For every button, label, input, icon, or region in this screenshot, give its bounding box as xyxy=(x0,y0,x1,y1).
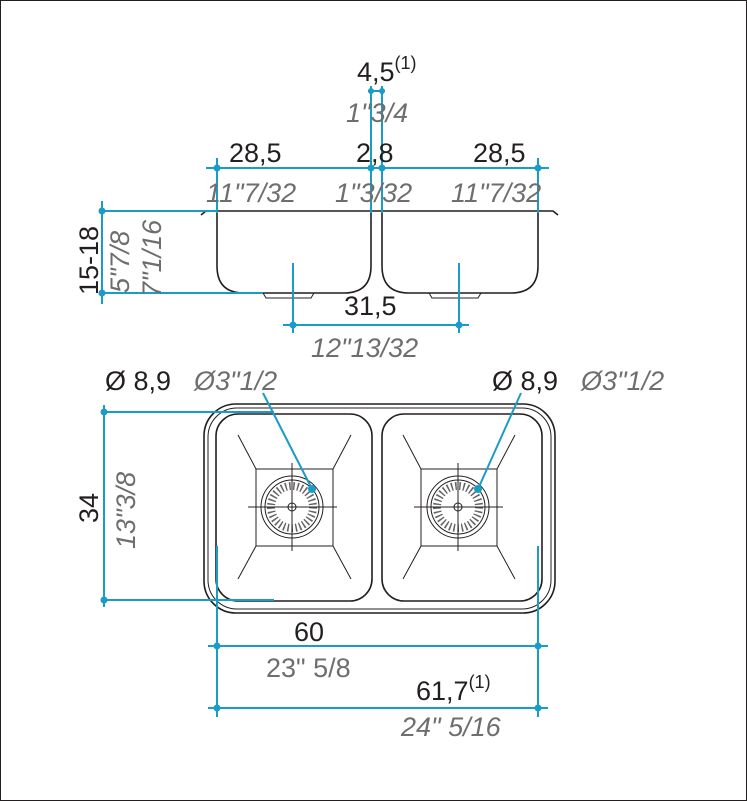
left-basin-width-imperial: 11"7/32 xyxy=(206,178,296,208)
outer-width-note: (1) xyxy=(469,672,491,692)
divider-width-metric: 2,8 xyxy=(356,138,394,168)
inner-width-imperial: 23" 5/8 xyxy=(266,653,351,683)
basin-width-dimensions: 28,5 2,8 28,5 11"7/32 1"3/32 11"7/32 xyxy=(206,138,549,213)
divider-width-imperial: 1"3/32 xyxy=(335,178,412,208)
height-dimension: 34 13"3/8 xyxy=(74,405,274,607)
height-metric: 34 xyxy=(74,493,104,523)
height-imperial: 13"3/8 xyxy=(111,472,141,549)
right-drain-imperial: Ø3"1/2 xyxy=(580,366,664,396)
right-drain xyxy=(402,434,516,580)
outer-width-metric: 61,7 xyxy=(416,676,469,706)
right-drain-metric: Ø 8,9 xyxy=(492,366,558,396)
depth-dimension: 15-18 5"7/8 7"1/16 xyxy=(74,201,263,304)
depth-metric: 15-18 xyxy=(74,226,104,295)
svg-text:61,7(1): 61,7(1) xyxy=(416,672,491,706)
drain-spacing-imperial: 12"13/32 xyxy=(311,333,418,363)
left-drain-imperial: Ø3"1/2 xyxy=(193,366,277,396)
left-basin-width-metric: 28,5 xyxy=(229,138,282,168)
divider-top-imperial: 1"3/4 xyxy=(346,98,408,128)
right-basin-width-metric: 28,5 xyxy=(473,138,526,168)
left-drain-callout: Ø 8,9 Ø3"1/2 xyxy=(105,366,316,493)
divider-top-dimension: 4,5(1) 1"3/4 xyxy=(346,53,417,213)
left-drain xyxy=(237,434,352,580)
drain-spacing-metric: 31,5 xyxy=(344,291,397,321)
width-dimensions: 60 23" 5/8 61,7(1) 24" 5/16 xyxy=(208,546,548,742)
depth-imperial-1: 5"7/8 xyxy=(105,231,135,293)
left-drain-metric: Ø 8,9 xyxy=(105,366,171,396)
divider-top-note: (1) xyxy=(395,53,417,73)
drain-spacing-dimension: 31,5 12"13/32 xyxy=(283,263,469,363)
sink-top-view xyxy=(203,403,556,614)
right-basin-width-imperial: 11"7/32 xyxy=(451,178,541,208)
depth-imperial-2: 7"1/16 xyxy=(137,219,167,297)
svg-text:4,5(1): 4,5(1) xyxy=(357,53,417,87)
outer-width-imperial: 24" 5/16 xyxy=(400,712,502,742)
sink-side-section xyxy=(200,210,559,299)
inner-width-metric: 60 xyxy=(294,617,324,647)
divider-top-metric: 4,5 xyxy=(357,57,395,87)
right-drain-callout: Ø 8,9 Ø3"1/2 xyxy=(474,366,664,493)
